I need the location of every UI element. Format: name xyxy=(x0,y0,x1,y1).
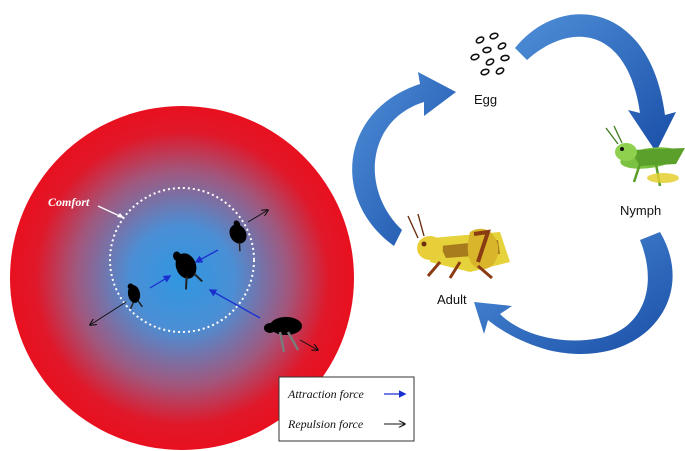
grasshopper-silhouette xyxy=(264,317,302,353)
cycle-arrow-adult-to-egg xyxy=(352,72,456,246)
attraction-arrow xyxy=(149,275,172,289)
comfort-boundary xyxy=(109,187,255,333)
grasshopper-silhouette xyxy=(229,220,247,252)
cycle-arrow-egg-to-nymph xyxy=(515,14,676,152)
cycle-arrow-nymph-to-adult xyxy=(474,232,673,355)
eggs-icon xyxy=(470,32,510,76)
repulsion-arrow xyxy=(299,339,318,350)
attraction-arrow xyxy=(208,289,261,319)
grasshopper-silhouette xyxy=(127,283,143,310)
comfort-label: Comfort xyxy=(48,195,90,209)
comfort-zone-circle xyxy=(10,106,354,450)
repulsion-arrow xyxy=(247,210,268,223)
stage-label-adult: Adult xyxy=(437,292,467,307)
legend-attraction-label: Attraction force xyxy=(287,387,365,401)
grasshopper-silhouette xyxy=(173,251,203,290)
attraction-arrow xyxy=(194,249,219,263)
repulsion-arrow xyxy=(90,301,127,325)
legend-box xyxy=(278,376,415,442)
stage-label-nymph: Nymph xyxy=(620,203,661,218)
nymph-grasshopper-icon xyxy=(605,125,685,187)
legend-repulsion-label: Repulsion force xyxy=(287,417,364,431)
adult-grasshopper-icon xyxy=(407,213,510,280)
stage-label-egg: Egg xyxy=(474,92,497,107)
